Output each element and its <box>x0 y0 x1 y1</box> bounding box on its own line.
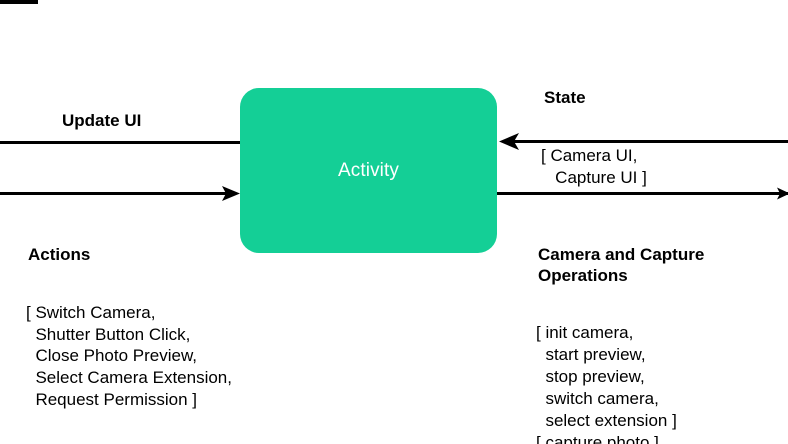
edge-block-state: State [ Camera UI, Capture UI ] <box>541 52 647 224</box>
edge-block-camera-ops-heading: Camera and Capture Operations <box>538 245 705 285</box>
edge-block-state-items: [ Camera UI, Capture UI ] <box>541 145 647 187</box>
edge-block-actions-items: [ Switch Camera, Shutter Button Click, C… <box>26 302 232 410</box>
arrowhead-actions <box>222 186 240 201</box>
node-activity-label: Activity <box>338 160 399 181</box>
edge-block-camera-ops: Camera and Capture Operations [ init cam… <box>536 209 704 444</box>
edge-block-state-heading: State <box>544 88 586 107</box>
arrowhead-camera-ops <box>777 187 788 200</box>
edge-label-update-ui: Update UI <box>62 111 142 130</box>
node-activity[interactable]: Activity <box>240 88 497 253</box>
edge-block-camera-ops-items: [ init camera, start preview, stop previ… <box>536 323 677 444</box>
edge-block-actions: Actions [ Switch Camera, Shutter Button … <box>26 209 232 444</box>
corner-mark <box>0 0 38 4</box>
arrowhead-state <box>499 133 519 150</box>
edge-block-actions-heading: Actions <box>28 245 91 264</box>
